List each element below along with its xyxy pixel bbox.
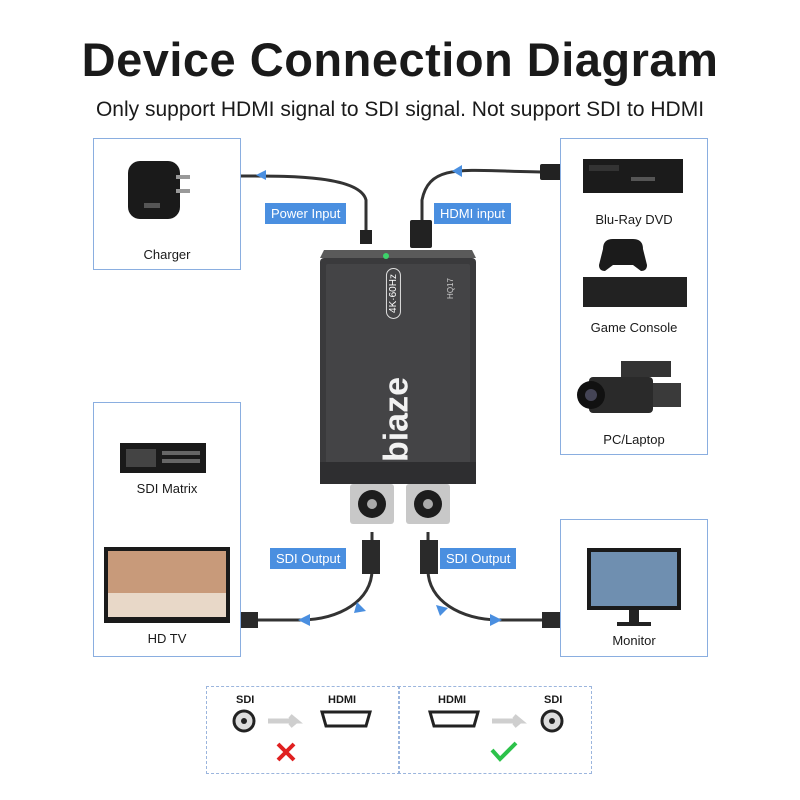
- hdtv-icon: [104, 547, 230, 623]
- charger-label: Charger: [143, 247, 191, 262]
- bnc-plug-icon: [542, 612, 564, 628]
- sdi-matrix-icon: [120, 443, 206, 473]
- bnc-plug-icon: [236, 612, 258, 628]
- usb-c-plug-icon: [360, 230, 372, 244]
- source-devices-box: Blu-Ray DVD Game Console PC/Laptop: [560, 138, 708, 455]
- arrow-icon: [436, 605, 448, 616]
- laptop-label: PC/Laptop: [603, 432, 665, 447]
- page-title: Device Connection Diagram: [81, 33, 719, 86]
- monitor-box: Monitor: [560, 519, 708, 657]
- arrow-icon: [452, 165, 462, 177]
- monitor-icon: [587, 548, 681, 626]
- bluray-player-icon: [583, 159, 683, 193]
- legend-unsupported: [206, 686, 400, 774]
- hdmi-plug-icon: [540, 164, 564, 180]
- cross-icon: [276, 742, 296, 762]
- unit-brand: biaze: [377, 376, 416, 463]
- power-led-icon: [383, 253, 389, 259]
- legend-right-from: HDMI: [438, 694, 467, 706]
- charger-box: Charger: [93, 138, 241, 270]
- sdi-matrix-label: SDI Matrix: [136, 481, 198, 496]
- arrow-icon: [298, 614, 310, 626]
- unit-badge: 4K·60Hz: [385, 268, 401, 319]
- arrow-icon: [354, 602, 366, 613]
- legend-left-from: SDI: [236, 694, 255, 706]
- sdi-sinks-box: SDI Matrix HD TV: [93, 402, 241, 657]
- arrow-icon: [490, 614, 502, 626]
- hdmi-port-icon: [428, 710, 480, 728]
- arrow-right-icon: [268, 714, 303, 728]
- check-icon: [490, 741, 518, 762]
- legend-right-to: SDI: [544, 694, 563, 706]
- hdmi-plug-icon: [410, 220, 432, 248]
- charger-icon: [128, 161, 190, 219]
- legend-supported: [398, 686, 592, 774]
- console-label: Game Console: [590, 320, 678, 335]
- game-console-icon: [583, 239, 687, 307]
- hdmi-port-icon: [320, 710, 372, 728]
- monitor-label: Monitor: [612, 633, 656, 648]
- sdi-sinks-art: [104, 443, 230, 623]
- source-devices-art: [577, 159, 687, 413]
- bnc-plug-icon: [420, 540, 438, 574]
- sdi-output-left-tag: SDI Output: [270, 548, 347, 569]
- camcorder-icon: [577, 361, 681, 413]
- converter-unit: [320, 250, 476, 524]
- bluray-label: Blu-Ray DVD: [595, 212, 673, 227]
- legend-left-to: HDMI: [328, 694, 357, 706]
- page-subtitle: Only support HDMI signal to SDI signal. …: [95, 98, 705, 121]
- unit-model: HQ17: [445, 278, 455, 299]
- arrow-right-icon: [492, 714, 527, 728]
- arrow-icon: [256, 170, 266, 180]
- hdmi-input-tag: HDMI input: [434, 203, 512, 224]
- power-input-tag: Power Input: [265, 203, 347, 224]
- legend-icons: [232, 709, 564, 762]
- sdi-output-right-tag: SDI Output: [440, 548, 517, 569]
- hdtv-label: HD TV: [147, 631, 187, 646]
- bnc-plug-icon: [362, 540, 380, 574]
